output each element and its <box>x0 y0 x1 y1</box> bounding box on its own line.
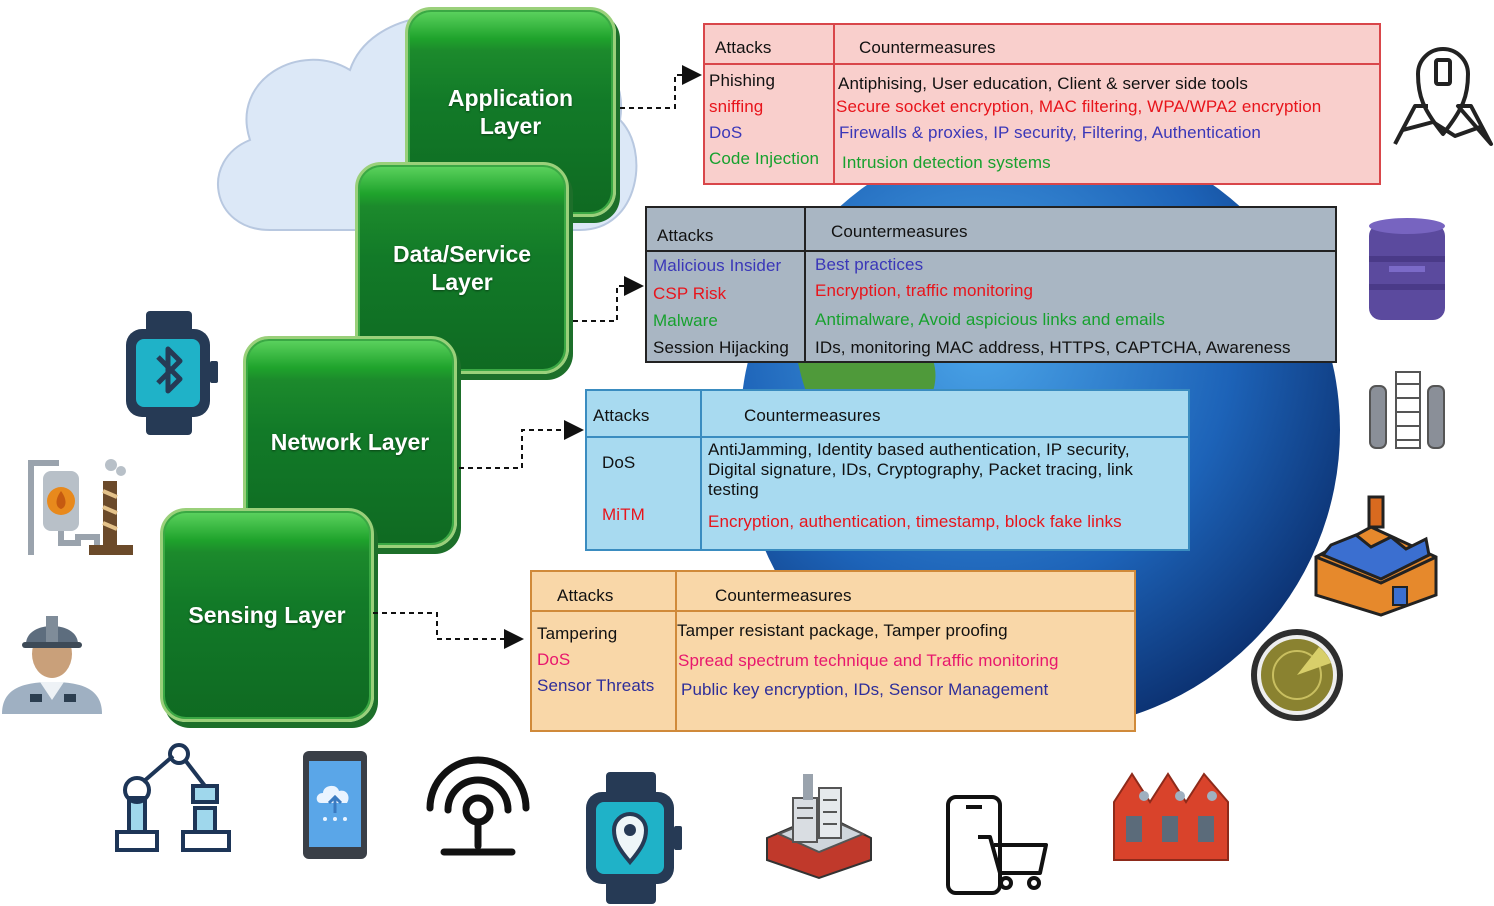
counter-dos-line-3: testing <box>708 480 759 499</box>
attack-sensor-threats: Sensor Threats <box>537 676 655 695</box>
counter-malicious-insider: Best practices <box>815 255 924 274</box>
sensing-threat-table: Attacks Countermeasures Tampering DoS Se… <box>530 570 1136 732</box>
counter-code-injection: Intrusion detection systems <box>842 153 1051 172</box>
gas-cylinders-icon <box>1369 371 1445 449</box>
attacks-header: Attacks <box>593 406 650 425</box>
attack-malicious-insider: Malicious Insider <box>653 256 782 275</box>
attack-sniffing: sniffing <box>709 97 764 116</box>
counter-sensor-threats: Public key encryption, IDs, Sensor Manag… <box>681 680 1049 699</box>
worker-icon <box>2 616 102 714</box>
counter-malware: Antimalware, Avoid aspicious links and e… <box>815 310 1166 329</box>
sensing-layer-label: Sensing Layer <box>188 602 346 628</box>
data-service-threat-table: Attacks Countermeasures Malicious Inside… <box>645 206 1337 363</box>
counter-dos: Spread spectrum technique and Traffic mo… <box>678 651 1059 670</box>
red-factory-icon <box>1113 772 1229 861</box>
attack-csp-risk: CSP Risk <box>653 284 727 303</box>
counter-mitm: Encryption, authentication, timestamp, b… <box>708 512 1122 531</box>
industrial-plant-icon <box>766 774 872 880</box>
sensing-layer: Sensing Layer <box>160 508 374 722</box>
antenna-icon <box>426 756 530 856</box>
factory-3d-icon <box>1314 495 1438 617</box>
data-service-layer: Data/Service Layer <box>355 162 569 374</box>
attack-dos: DoS <box>709 123 743 142</box>
counter-dos-line-1: AntiJamming, Identity based authenticati… <box>708 440 1130 459</box>
network-layer-label: Network Layer <box>270 429 430 455</box>
counter-phishing: Antiphising, User education, Client & se… <box>838 74 1248 93</box>
data-service-layer-label: Data/Service Layer <box>392 241 532 295</box>
mobile-shopping-icon <box>946 795 1048 895</box>
attacks-header: Attacks <box>657 226 714 245</box>
attack-phishing: Phishing <box>709 71 776 90</box>
attack-dos: DoS <box>537 650 571 669</box>
countermeasures-header: Countermeasures <box>715 586 852 605</box>
oil-barrel-icon <box>1369 218 1445 320</box>
radar-icon <box>1251 629 1343 721</box>
application-threat-table: Attacks Countermeasures Phishing sniffin… <box>703 23 1381 185</box>
attack-malware: Malware <box>653 311 718 330</box>
attack-code-injection: Code Injection <box>709 149 820 168</box>
network-threat-table: Attacks Countermeasures DoS MiTM AntiJam… <box>585 389 1190 551</box>
oil-refinery-icon <box>28 459 133 555</box>
countermeasures-header: Countermeasures <box>744 406 881 425</box>
counter-dos: Firewalls & proxies, IP security, Filter… <box>839 123 1261 142</box>
smartphone-cloud-icon <box>303 751 367 859</box>
attack-dos: DoS <box>602 453 636 472</box>
application-layer-label: Application Layer <box>447 85 574 139</box>
countermeasures-header: Countermeasures <box>831 222 968 241</box>
attacks-header: Attacks <box>715 38 772 57</box>
counter-csp-risk: Encryption, traffic monitoring <box>815 281 1034 300</box>
attack-session-hijacking: Session Hijacking <box>653 338 789 357</box>
map-pin-icon <box>1393 47 1493 146</box>
counter-sniffing: Secure socket encryption, MAC filtering,… <box>836 97 1322 116</box>
smartwatch-bluetooth-icon <box>126 311 218 435</box>
smartwatch-location-icon <box>586 772 682 904</box>
counter-session-hijacking: IDs, monitoring MAC address, HTTPS, CAPT… <box>815 338 1291 357</box>
attacks-header: Attacks <box>557 586 614 605</box>
counter-dos-line-2: Digital signature, IDs, Cryptography, Pa… <box>708 460 1133 479</box>
robot-arm-icon <box>115 743 231 852</box>
countermeasures-header: Countermeasures <box>859 38 996 57</box>
attack-tampering: Tampering <box>537 624 618 643</box>
counter-tampering: Tamper resistant package, Tamper proofin… <box>677 621 1008 640</box>
attack-mitm: MiTM <box>602 505 645 524</box>
